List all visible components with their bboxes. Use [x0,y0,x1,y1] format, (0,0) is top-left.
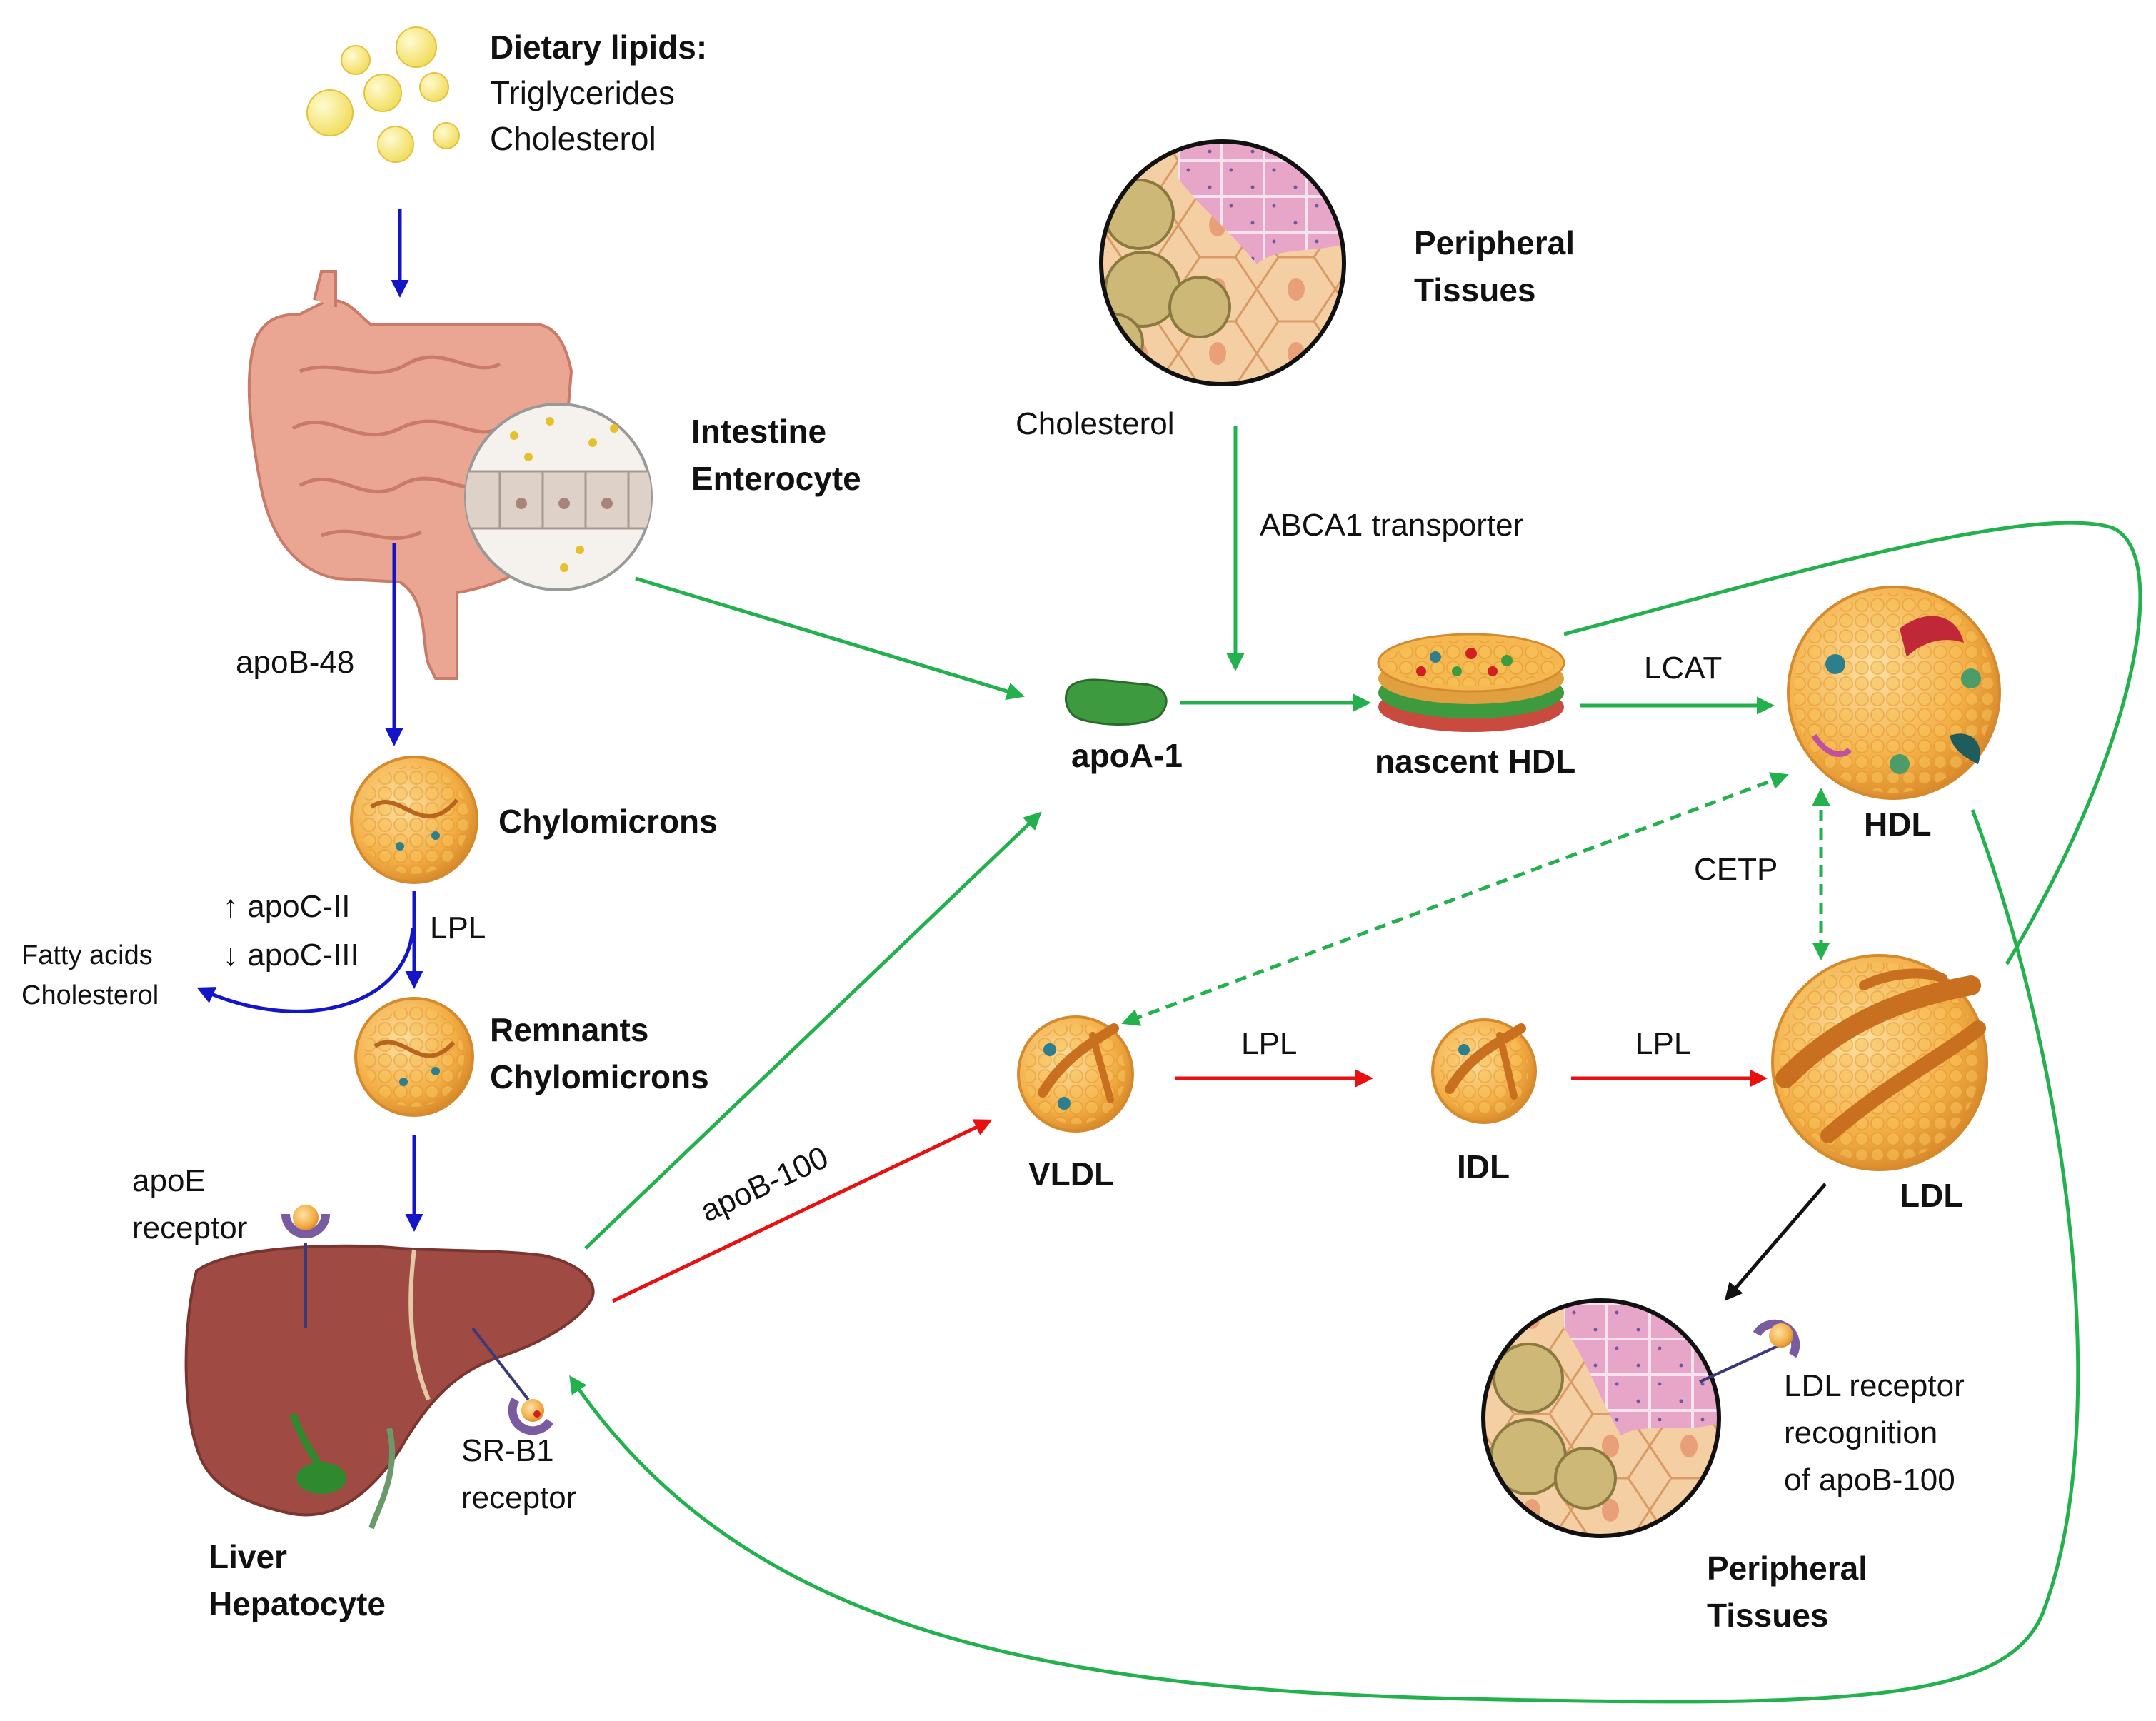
idl-label: IDL [1457,1148,1510,1185]
srb1-receptor-label: receptor [461,1480,576,1515]
ldl-apob100-label: of apoB-100 [1784,1462,1955,1497]
remnants-label: Remnants [490,1011,648,1048]
apoa1-protein-icon [1065,678,1168,726]
hdl-label: HDL [1864,806,1932,843]
chylomicron-particle-icon [350,756,478,884]
arrow-intestine-to-apoa1 [635,576,1025,701]
ldl-receptor-icon [1699,1319,1800,1383]
intestine-label: Intestine [691,413,826,450]
arrow-cetp-hdl-vldl [1121,772,1789,1026]
ldl-receptor-label: LDL receptor [1784,1368,1965,1403]
dietary-cholesterol-label: Cholesterol [490,120,656,157]
lcat-label: LCAT [1644,651,1722,686]
peripheral-bottom-tissues-label: Tissues [1707,1597,1828,1634]
intestine-icon [247,270,573,680]
apoe-receptor-icon [281,1205,330,1328]
ldl-recognition-label: recognition [1784,1415,1937,1450]
cholesterol-efflux-label: Cholesterol [1016,406,1175,441]
peripheral-top-tissues-label: Tissues [1414,271,1535,308]
peripheral-tissues-bottom-icon [1481,1298,1721,1538]
apoc2-label: ↑ apoC-II [223,889,351,924]
srb1-receptor-icon [471,1327,554,1435]
apoe-label: apoE [132,1163,206,1198]
ldl-particle-icon [1771,954,1988,1171]
nascent-hdl-label: nascent HDL [1375,743,1575,780]
arrow-hdl-to-liver [569,809,2080,1704]
apob100-label: apoB-100 [696,1140,834,1229]
apoe-receptor-label: receptor [132,1210,247,1245]
vldl-particle-icon [1017,1015,1134,1133]
apoa1-label: apoA-1 [1071,737,1183,774]
idl-particle-icon [1431,1018,1537,1124]
remnant-chylomicron-particle-icon [354,997,474,1117]
peripheral-top-label: Peripheral [1414,224,1575,261]
liver-label: Liver [209,1538,287,1575]
apoc3-label: ↓ apoC-III [223,938,359,973]
lpl-idl-label: LPL [1635,1026,1691,1061]
abca1-label: ABCA1 transporter [1260,508,1523,543]
hepatocyte-label: Hepatocyte [209,1585,386,1622]
remnants-chylomicrons-label: Chylomicrons [490,1058,709,1095]
srb1-label: SR-B1 [461,1433,554,1468]
apob48-label: apoB-48 [236,645,354,680]
dietary-triglycerides-label: Triglycerides [490,74,675,111]
arrow-release-fatty-acids [196,928,415,1013]
lpl-chylomicron-label: LPL [430,910,486,945]
cetp-label: CETP [1694,852,1778,887]
enterocyte-label: Enterocyte [691,460,861,497]
fatty-cholesterol-label: Cholesterol [21,980,159,1010]
vldl-label: VLDL [1028,1155,1114,1193]
chylomicrons-label: Chylomicrons [498,803,718,840]
lpl-vldl-label: LPL [1241,1026,1297,1061]
arrow-liver-to-vldl [611,1119,993,1303]
hdl-particle-icon [1787,586,2001,800]
arrow-liver-to-apoa1 [584,811,1042,1250]
peripheral-bottom-label: Peripheral [1707,1550,1867,1587]
arrow-ldl-to-peripheral [1724,1183,1827,1301]
peripheral-tissues-top-icon [1099,139,1346,386]
fatty-acids-label: Fatty acids [21,940,153,970]
arrow-hdl-return-loop [1563,521,2142,965]
nascent-hdl-particle-icon [1377,633,1565,732]
ldl-label: LDL [1900,1177,1963,1214]
dietary-lipid-droplets-icon [306,26,460,163]
enterocyte-magnifier-icon [464,403,653,591]
dietary-lipids-title: Dietary lipids: [490,29,707,66]
